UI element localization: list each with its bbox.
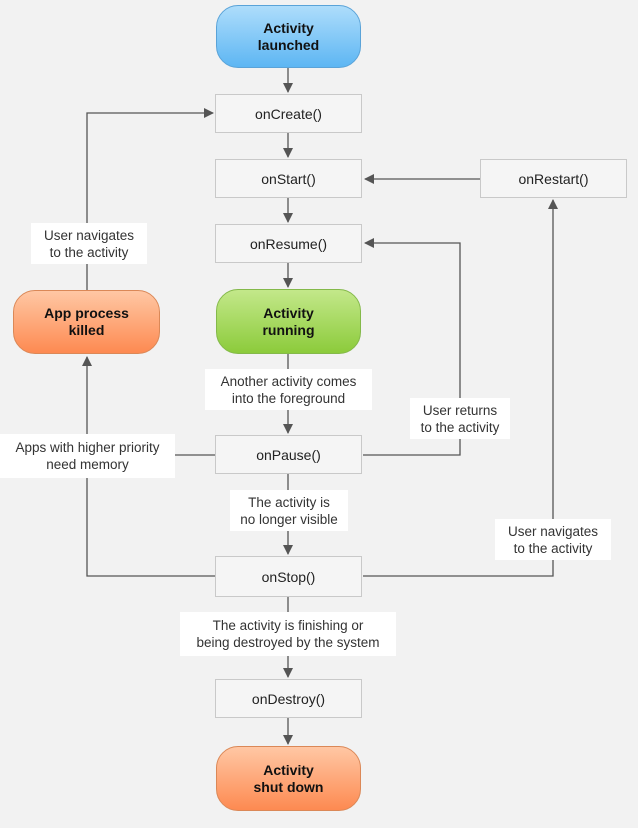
method-onresume: onResume() — [215, 224, 362, 263]
state-activity-shut-down: Activity shut down — [216, 746, 361, 811]
method-onstop: onStop() — [215, 556, 362, 597]
arrow-onstop-to-killed — [82, 356, 215, 577]
label-user-returns: User returns to the activity — [410, 398, 510, 439]
state-activity-running: Activity running — [216, 289, 361, 354]
method-onrestart: onRestart() — [480, 159, 627, 198]
method-oncreate: onCreate() — [215, 94, 362, 133]
method-onpause: onPause() — [215, 435, 362, 474]
state-app-process-killed: App process killed — [13, 290, 160, 354]
arrow-onpause-to-onresume — [363, 238, 461, 456]
arrow-onstop-to-onrestart — [363, 199, 558, 577]
method-ondestroy: onDestroy() — [215, 679, 362, 718]
label-another-activity-foreground: Another activity comes into the foregrou… — [205, 369, 372, 410]
label-user-navigates-right: User navigates to the activity — [495, 519, 611, 560]
label-apps-higher-priority: Apps with higher priority need memory — [0, 434, 175, 478]
label-finishing-or-destroyed: The activity is finishing or being destr… — [180, 612, 396, 656]
method-onstart: onStart() — [215, 159, 362, 198]
label-no-longer-visible: The activity is no longer visible — [230, 490, 348, 531]
state-activity-launched: Activity launched — [216, 5, 361, 68]
label-user-navigates-left: User navigates to the activity — [31, 223, 147, 264]
